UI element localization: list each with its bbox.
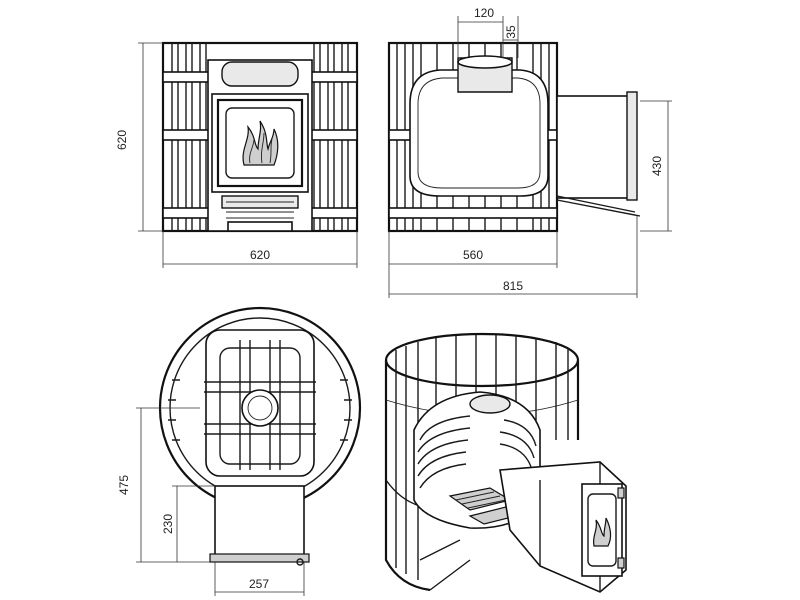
side-view: 120 35 430 560 815 [387,6,672,298]
side-depth-dimension: 560 [388,231,558,298]
top-view: 475 230 257 [117,306,362,596]
isometric-view [384,332,627,593]
top-depth-dimension: 475 [117,407,210,563]
front-view: 620 620 [115,41,359,268]
front-door [216,98,304,188]
side-lower-band [388,207,558,219]
side-tunnel-flange [626,91,638,201]
top-chimney-hole [241,389,279,427]
front-height-dimension: 620 [115,42,163,232]
top-tunnel-flange [209,553,310,563]
side-total-label: 815 [503,279,523,293]
side-depth-label: 560 [463,248,483,262]
top-tunnel [214,485,305,559]
top-tunnel-length-label: 230 [161,514,175,534]
top-depth-label: 475 [117,475,131,495]
side-stove-body [409,69,549,197]
iso-chimney-outlet [469,394,511,414]
iso-flame-icon [592,517,612,547]
top-tunnel-length-dimension: 230 [161,485,215,562]
side-height-label: 430 [650,156,664,176]
front-height-label: 620 [115,130,129,150]
front-door-glass [225,107,295,179]
side-total-dimension: 815 [389,216,638,298]
side-chimney-gap-label: 35 [504,25,518,39]
iso-stove-fins [417,415,537,489]
flame-icon [242,120,279,166]
iso-top-ring [384,332,580,388]
front-width-label: 620 [250,248,270,262]
side-tunnel [556,95,636,199]
front-top-dome [221,61,299,87]
side-chimney-offset-label: 120 [474,6,494,20]
top-tunnel-width-dimension: 257 [214,562,305,596]
side-height-dimension: 430 [640,100,672,232]
side-chimney-dimensions: 120 35 [457,6,519,58]
front-base [227,221,293,232]
top-tunnel-width-label: 257 [249,577,269,591]
front-width-dimension: 620 [162,231,358,268]
top-ring-slats [168,379,352,441]
